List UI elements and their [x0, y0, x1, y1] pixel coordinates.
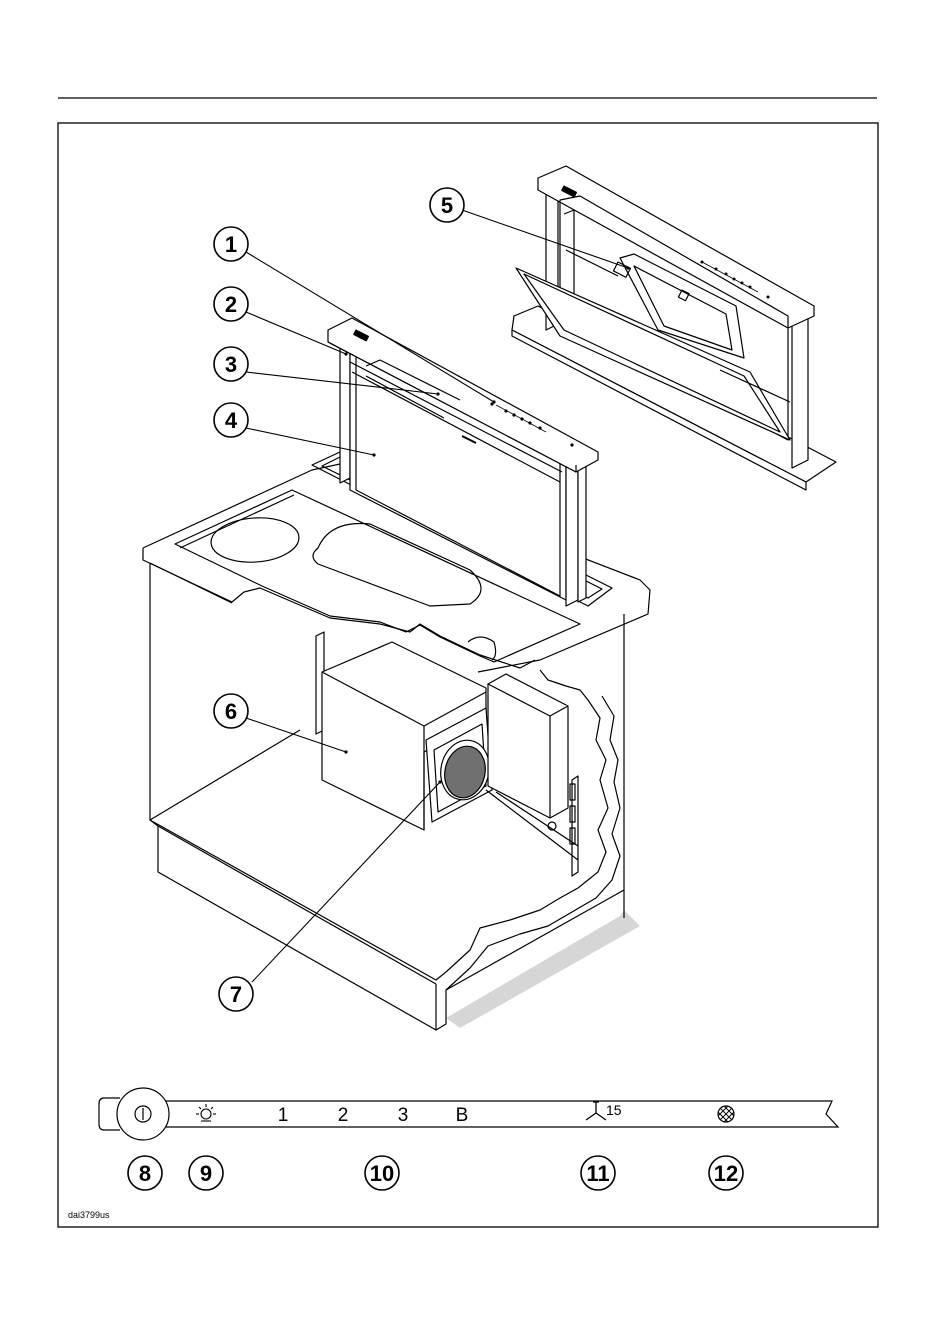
callout-8: 8 — [128, 1156, 162, 1190]
callout-9: 9 — [189, 1156, 223, 1190]
fan-level-2-button[interactable]: 2 — [338, 1105, 349, 1126]
delay-minutes-label: 15 — [606, 1102, 622, 1118]
callout-5-label: 5 — [441, 193, 453, 218]
callout-9-label: 9 — [200, 1161, 212, 1186]
fan-level-1-button[interactable]: 1 — [278, 1105, 289, 1126]
light-icon[interactable] — [196, 1104, 216, 1121]
downdraft-unit — [328, 318, 598, 606]
callout-11: 11 — [581, 1156, 615, 1190]
callout-10: 10 — [365, 1156, 399, 1190]
control-panel-outline — [158, 1101, 838, 1127]
callout-1-label: 1 — [225, 232, 237, 257]
callout-4: 4 — [214, 403, 248, 437]
grease-filter-icon[interactable] — [718, 1106, 734, 1122]
fan-icon[interactable] — [586, 1102, 606, 1120]
callout-6-label: 6 — [225, 699, 237, 724]
callout-10-label: 10 — [370, 1161, 394, 1186]
callout-7: 7 — [219, 977, 253, 1011]
fan-level-3-button[interactable]: 3 — [398, 1105, 409, 1126]
callout-5: 5 — [430, 188, 464, 222]
callout-1: 1 — [214, 227, 248, 261]
callout-3-label: 3 — [225, 352, 237, 377]
callout-6: 6 — [214, 694, 248, 728]
callout-4-label: 4 — [225, 408, 238, 433]
boost-button[interactable]: B — [456, 1105, 469, 1126]
callout-7-label: 7 — [230, 982, 242, 1007]
callout-12-label: 12 — [714, 1161, 738, 1186]
fan-motor — [316, 632, 578, 876]
callout-2-label: 2 — [225, 292, 237, 317]
callout-2: 2 — [214, 287, 248, 321]
callout-12: 12 — [709, 1156, 743, 1190]
figure-code: dai3799us — [68, 1210, 110, 1220]
callout-11-label: 11 — [586, 1161, 609, 1186]
callout-3: 3 — [214, 347, 248, 381]
power-button[interactable] — [117, 1088, 169, 1140]
callout-8-label: 8 — [139, 1161, 151, 1186]
